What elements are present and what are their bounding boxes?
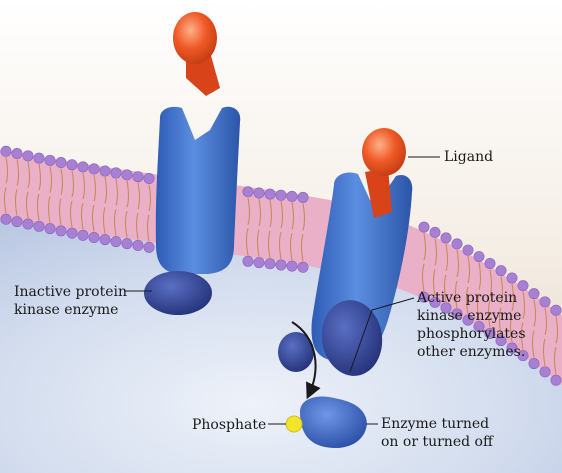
ligand-label: Ligand [444,148,493,166]
lipid-head [45,155,55,165]
lipid-head [551,305,561,315]
lipid-head [89,164,99,174]
lipid-head [100,234,110,244]
lipid-head [144,242,154,252]
lipid-head [441,233,451,243]
lipid-head [100,166,110,176]
lipid-head [122,170,132,180]
lipid-head [485,258,495,268]
lipid-head [529,288,539,298]
lipid-head [67,160,77,170]
lipid-head [56,226,66,236]
inactive-kinase-label: Inactive protein kinase enzyme [14,283,127,319]
lipid-head [78,162,88,172]
lipid-head [45,223,55,233]
lipid-head [540,367,550,377]
lipid-head [474,251,484,261]
lipid-head [287,191,297,201]
lipid-head [298,192,308,202]
lipid-head [67,228,77,238]
lipid-head [144,173,154,183]
lipid-head [463,245,473,255]
lipid-head [551,375,561,385]
lipid-head [23,219,33,229]
lipid-head [540,297,550,307]
lipid-head [133,172,143,182]
lipid-head [254,188,264,198]
lipid-head [12,148,22,158]
lipid-head [133,240,143,250]
lipid-head [78,230,88,240]
lipid-head [276,190,286,200]
lipid-head [111,236,121,246]
lipid-head [254,257,264,267]
enzyme-turned-label: Enzyme turned on or turned off [381,415,493,451]
lipid-head [243,187,253,197]
lipid-head [111,168,121,178]
lipid-head [496,265,506,275]
lipid-head [243,256,253,266]
lipid-head [12,216,22,226]
lipid-head [452,239,462,249]
phosphate-label: Phosphate [192,416,266,434]
lipid-head [265,259,275,269]
lipid-head [298,262,308,272]
lipid-head [419,222,429,232]
lipid-head [56,157,66,167]
lipid-head [430,227,440,237]
lipid-head [1,146,11,156]
lipid-head [287,261,297,271]
inactive-kinase-enzyme [144,271,212,315]
lipid-head [276,260,286,270]
lipid-head [23,151,33,161]
lipid-head [34,153,44,163]
lipid-head [89,232,99,242]
lipid-head [1,214,11,224]
lipid-head [507,273,517,283]
lipid-head [34,221,44,231]
lipid-head [122,238,132,248]
lipid-head [529,358,539,368]
lipid-head [265,189,275,199]
active-kinase-label: Active protein kinase enzyme phosphoryla… [417,289,526,361]
phosphate [286,416,302,432]
